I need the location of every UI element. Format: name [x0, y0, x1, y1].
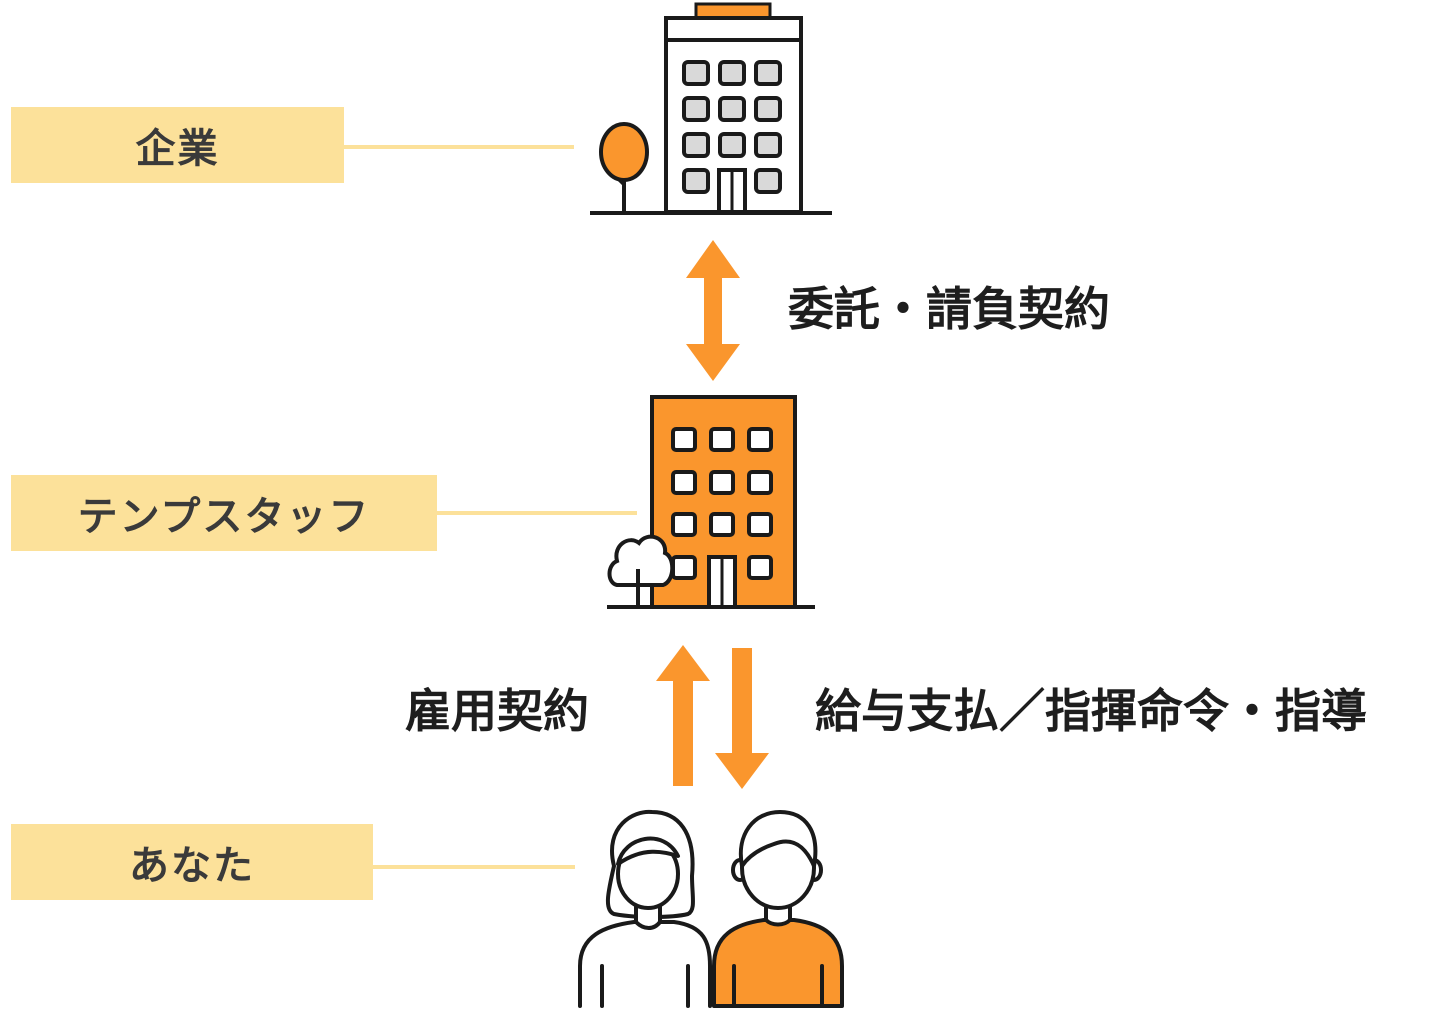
- double-arrow-icon: [686, 240, 740, 381]
- connector-you: [373, 865, 575, 869]
- connector-company: [344, 145, 574, 149]
- label-tempstaff-text: テンプスタッフ: [77, 494, 371, 540]
- people-icon: [578, 809, 844, 1008]
- relation-employment: 雇用契約: [405, 684, 589, 738]
- label-tempstaff: テンプスタッフ: [11, 475, 437, 551]
- label-company: 企業: [11, 107, 344, 183]
- label-company-text: 企業: [135, 126, 220, 172]
- man-figure: [712, 810, 844, 1008]
- relation-company-staff: 委託・請負契約: [788, 282, 1110, 336]
- woman-figure: [578, 809, 712, 1008]
- label-you: あなた: [11, 824, 373, 900]
- office-building-icon: [590, 2, 832, 215]
- arrow-down-icon: [715, 648, 769, 789]
- label-you-text: あなた: [129, 843, 255, 889]
- arrow-up-icon: [656, 645, 710, 786]
- relation-pay-instruction: 給与支払／指揮命令・指導: [815, 684, 1367, 738]
- connector-tempstaff: [437, 511, 637, 515]
- orange-building-icon: [607, 395, 815, 609]
